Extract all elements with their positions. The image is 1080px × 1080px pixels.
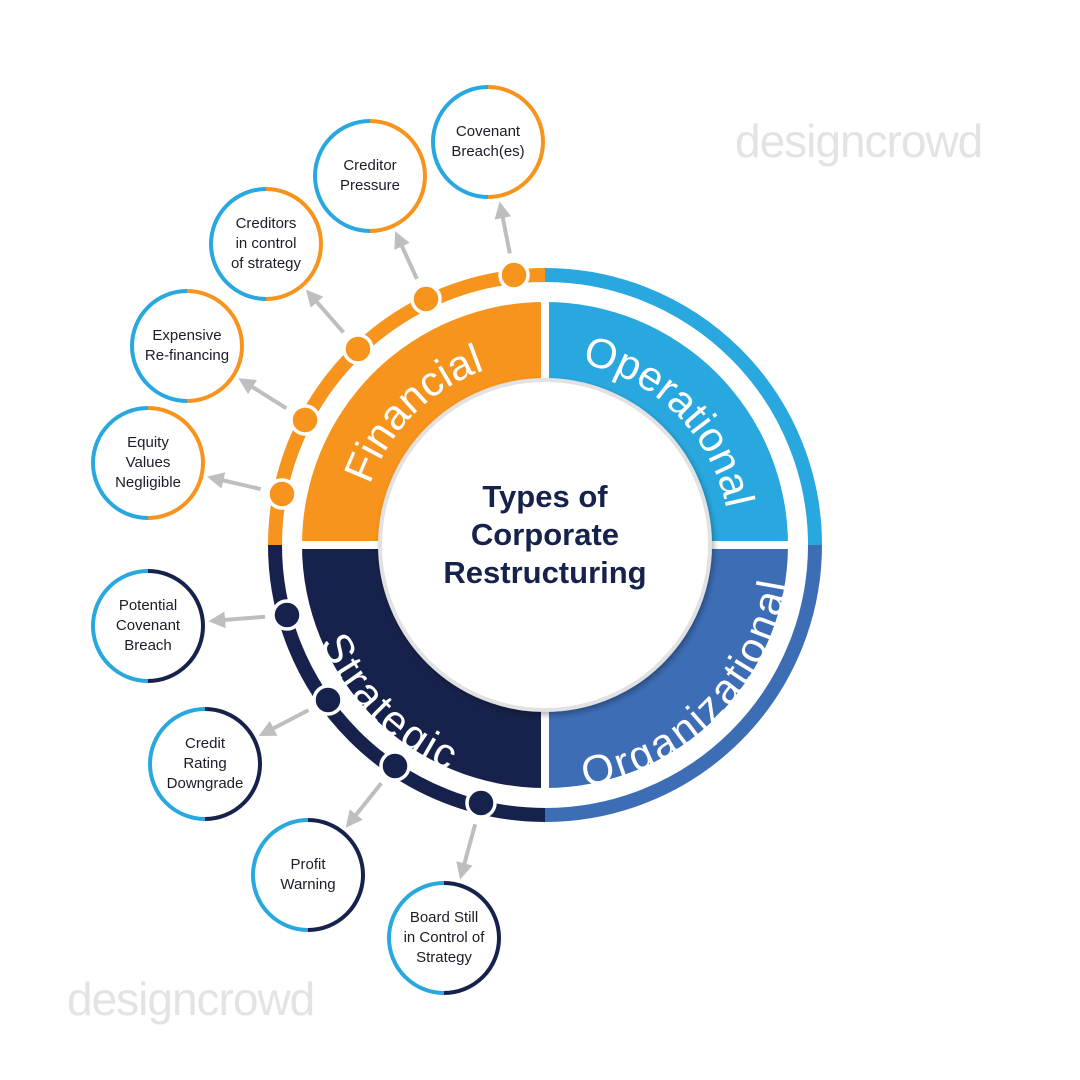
bubble-border-right: [265, 187, 323, 301]
strategic-bubble[interactable]: [251, 818, 365, 932]
ring-dots: [266, 259, 530, 819]
bubble-border-left: [431, 85, 489, 199]
bubble-fill: [150, 709, 260, 819]
bubble-border-right: [487, 85, 545, 199]
financial-ring-dot: [342, 333, 374, 365]
title-line-1: Types of: [482, 479, 608, 514]
bubble-fill: [433, 87, 543, 197]
bubble-border-left: [91, 569, 149, 683]
strategic-arrow: [345, 781, 383, 828]
bubble-border-left: [148, 707, 206, 821]
financial-bubble[interactable]: [431, 85, 545, 199]
title-line-2: Corporate: [470, 517, 620, 552]
strategic-ring-dot: [465, 787, 497, 819]
bubble-border-left: [130, 289, 188, 403]
bubble-fill: [315, 121, 425, 231]
financial-bubble[interactable]: [209, 187, 323, 301]
financial-bubble[interactable]: [313, 119, 427, 233]
bubble-border-left: [209, 187, 267, 301]
bubbles: [91, 85, 545, 995]
financial-arrow: [494, 201, 512, 254]
financial-arrow: [207, 472, 262, 491]
financial-bubble[interactable]: [130, 289, 244, 403]
bubble-fill: [132, 291, 242, 401]
bubble-border-right: [369, 119, 427, 233]
bubble-border-right: [204, 707, 262, 821]
strategic-arrow: [258, 708, 310, 737]
bubble-fill: [211, 189, 321, 299]
strategic-arrow: [456, 823, 478, 880]
strategic-ring-dot: [379, 750, 411, 782]
ring-operational: [544, 268, 822, 546]
financial-ring-dot: [498, 259, 530, 291]
bubble-border-right: [147, 406, 205, 520]
arrows: [207, 201, 512, 880]
strategic-ring-dot: [312, 684, 344, 716]
strategic-ring-dot: [271, 599, 303, 631]
bubble-fill: [253, 820, 363, 930]
ring-organizational: [544, 544, 822, 822]
center-title: Types of Corporate Restructuring: [400, 478, 690, 592]
strategic-bubble[interactable]: [148, 707, 262, 821]
watermark-top: designcrowd: [735, 115, 983, 167]
strategic-bubble[interactable]: [91, 569, 205, 683]
watermark-bottom: designcrowd: [67, 973, 315, 1025]
bubble-border-right: [186, 289, 244, 403]
center-circle: [378, 378, 712, 712]
bubble-fill: [93, 408, 203, 518]
bubble-border-right: [443, 881, 501, 995]
title-line-3: Restructuring: [443, 555, 647, 590]
strategic-arrow: [208, 611, 266, 629]
financial-bubble[interactable]: [91, 406, 205, 520]
financial-arrow: [394, 231, 419, 280]
bubble-border-left: [251, 818, 309, 932]
financial-ring-dot: [289, 404, 321, 436]
financial-ring-dot: [410, 283, 442, 315]
bubble-border-left: [387, 881, 445, 995]
bubble-border-right: [147, 569, 205, 683]
financial-ring-dot: [266, 478, 298, 510]
bubble-fill: [93, 571, 203, 681]
bubble-border-left: [313, 119, 371, 233]
bubble-border-right: [307, 818, 365, 932]
strategic-bubble[interactable]: [387, 881, 501, 995]
financial-arrow: [305, 289, 346, 334]
bubble-fill: [389, 883, 499, 993]
bubble-border-left: [91, 406, 149, 520]
financial-arrow: [238, 378, 288, 411]
